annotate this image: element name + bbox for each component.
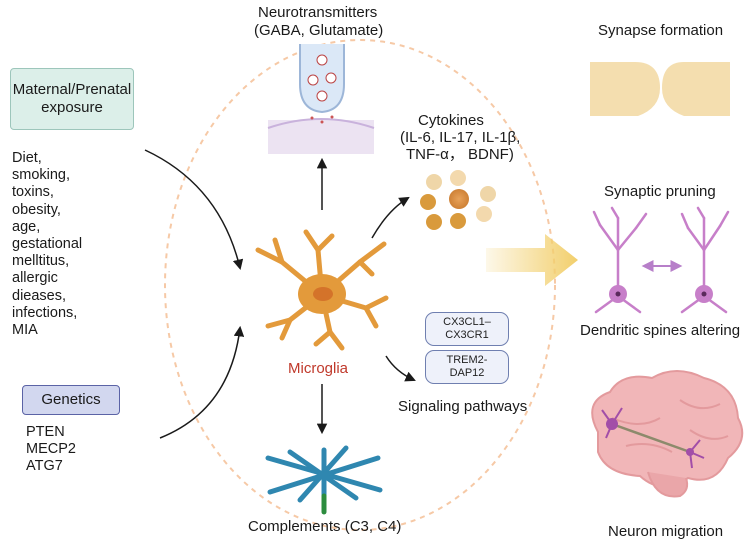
microglia-label: Microglia [288,360,349,377]
dashed-circle [164,39,556,531]
maternal-factor-item: MIA [12,322,38,339]
maternal-factor-item: melltitus, [12,253,70,270]
brain-icon [591,370,744,498]
maternal-factor-item: toxins, [12,184,54,201]
maternal-factor-item: allergic [12,270,58,287]
complements-label: Complements (C3, C4) [248,518,402,535]
cytokines-line2: (IL-6, IL-17, IL-1β, [400,129,521,146]
gene-item: MECP2 [26,441,76,458]
maternal-factor-item: dieases, [12,287,67,304]
maternal-exposure-label: Maternal/Prenatal exposure [12,81,132,116]
synapse-terminal-icon [267,44,375,154]
dendritic-spines-label: Dendritic spines altering [580,322,741,339]
maternal-factor-item: obesity, [12,201,61,218]
neurotransmitters-title: Neurotransmitters [258,4,378,21]
maternal-exposure-box: Maternal/Prenatal exposure [10,68,134,130]
maternal-factor-item: Diet, [12,150,42,166]
cytokines-line3: TNF-α， BDNF) [406,146,514,163]
complements-icon [265,445,383,503]
synapse-formation-icon [590,62,730,116]
maternal-factor-item: infections, [12,304,78,321]
synaptic-pruning-label: Synaptic pruning [604,183,716,200]
synapse-formation-label: Synapse formation [598,22,724,39]
maternal-factors-list: Diet,smoking,toxins,obesity,age,gestatio… [12,150,82,339]
gene-item: PTEN [26,424,65,440]
outcome-arrow-icon [486,234,578,286]
gene-item: ATG7 [26,458,63,475]
cytokines-title: Cytokines [418,112,484,129]
pathway-pill-cx3cl1: CX3CL1– CX3CR1 [425,312,509,346]
genetics-label: Genetics [41,391,101,408]
neuron-migration-label: Neuron migration [608,523,724,540]
pathway-pill-trem2: TREM2- DAP12 [425,350,509,384]
maternal-factor-item: age, [12,218,41,235]
cytokine-cluster-icon [420,170,496,230]
signaling-pathways-label: Signaling pathways [398,398,528,415]
maternal-factor-item: gestational [12,236,83,253]
genetics-box: Genetics [22,385,120,415]
neurotransmitters-subtitle: (GABA, Glutamate) [254,22,384,39]
maternal-factor-item: smoking, [12,167,71,184]
